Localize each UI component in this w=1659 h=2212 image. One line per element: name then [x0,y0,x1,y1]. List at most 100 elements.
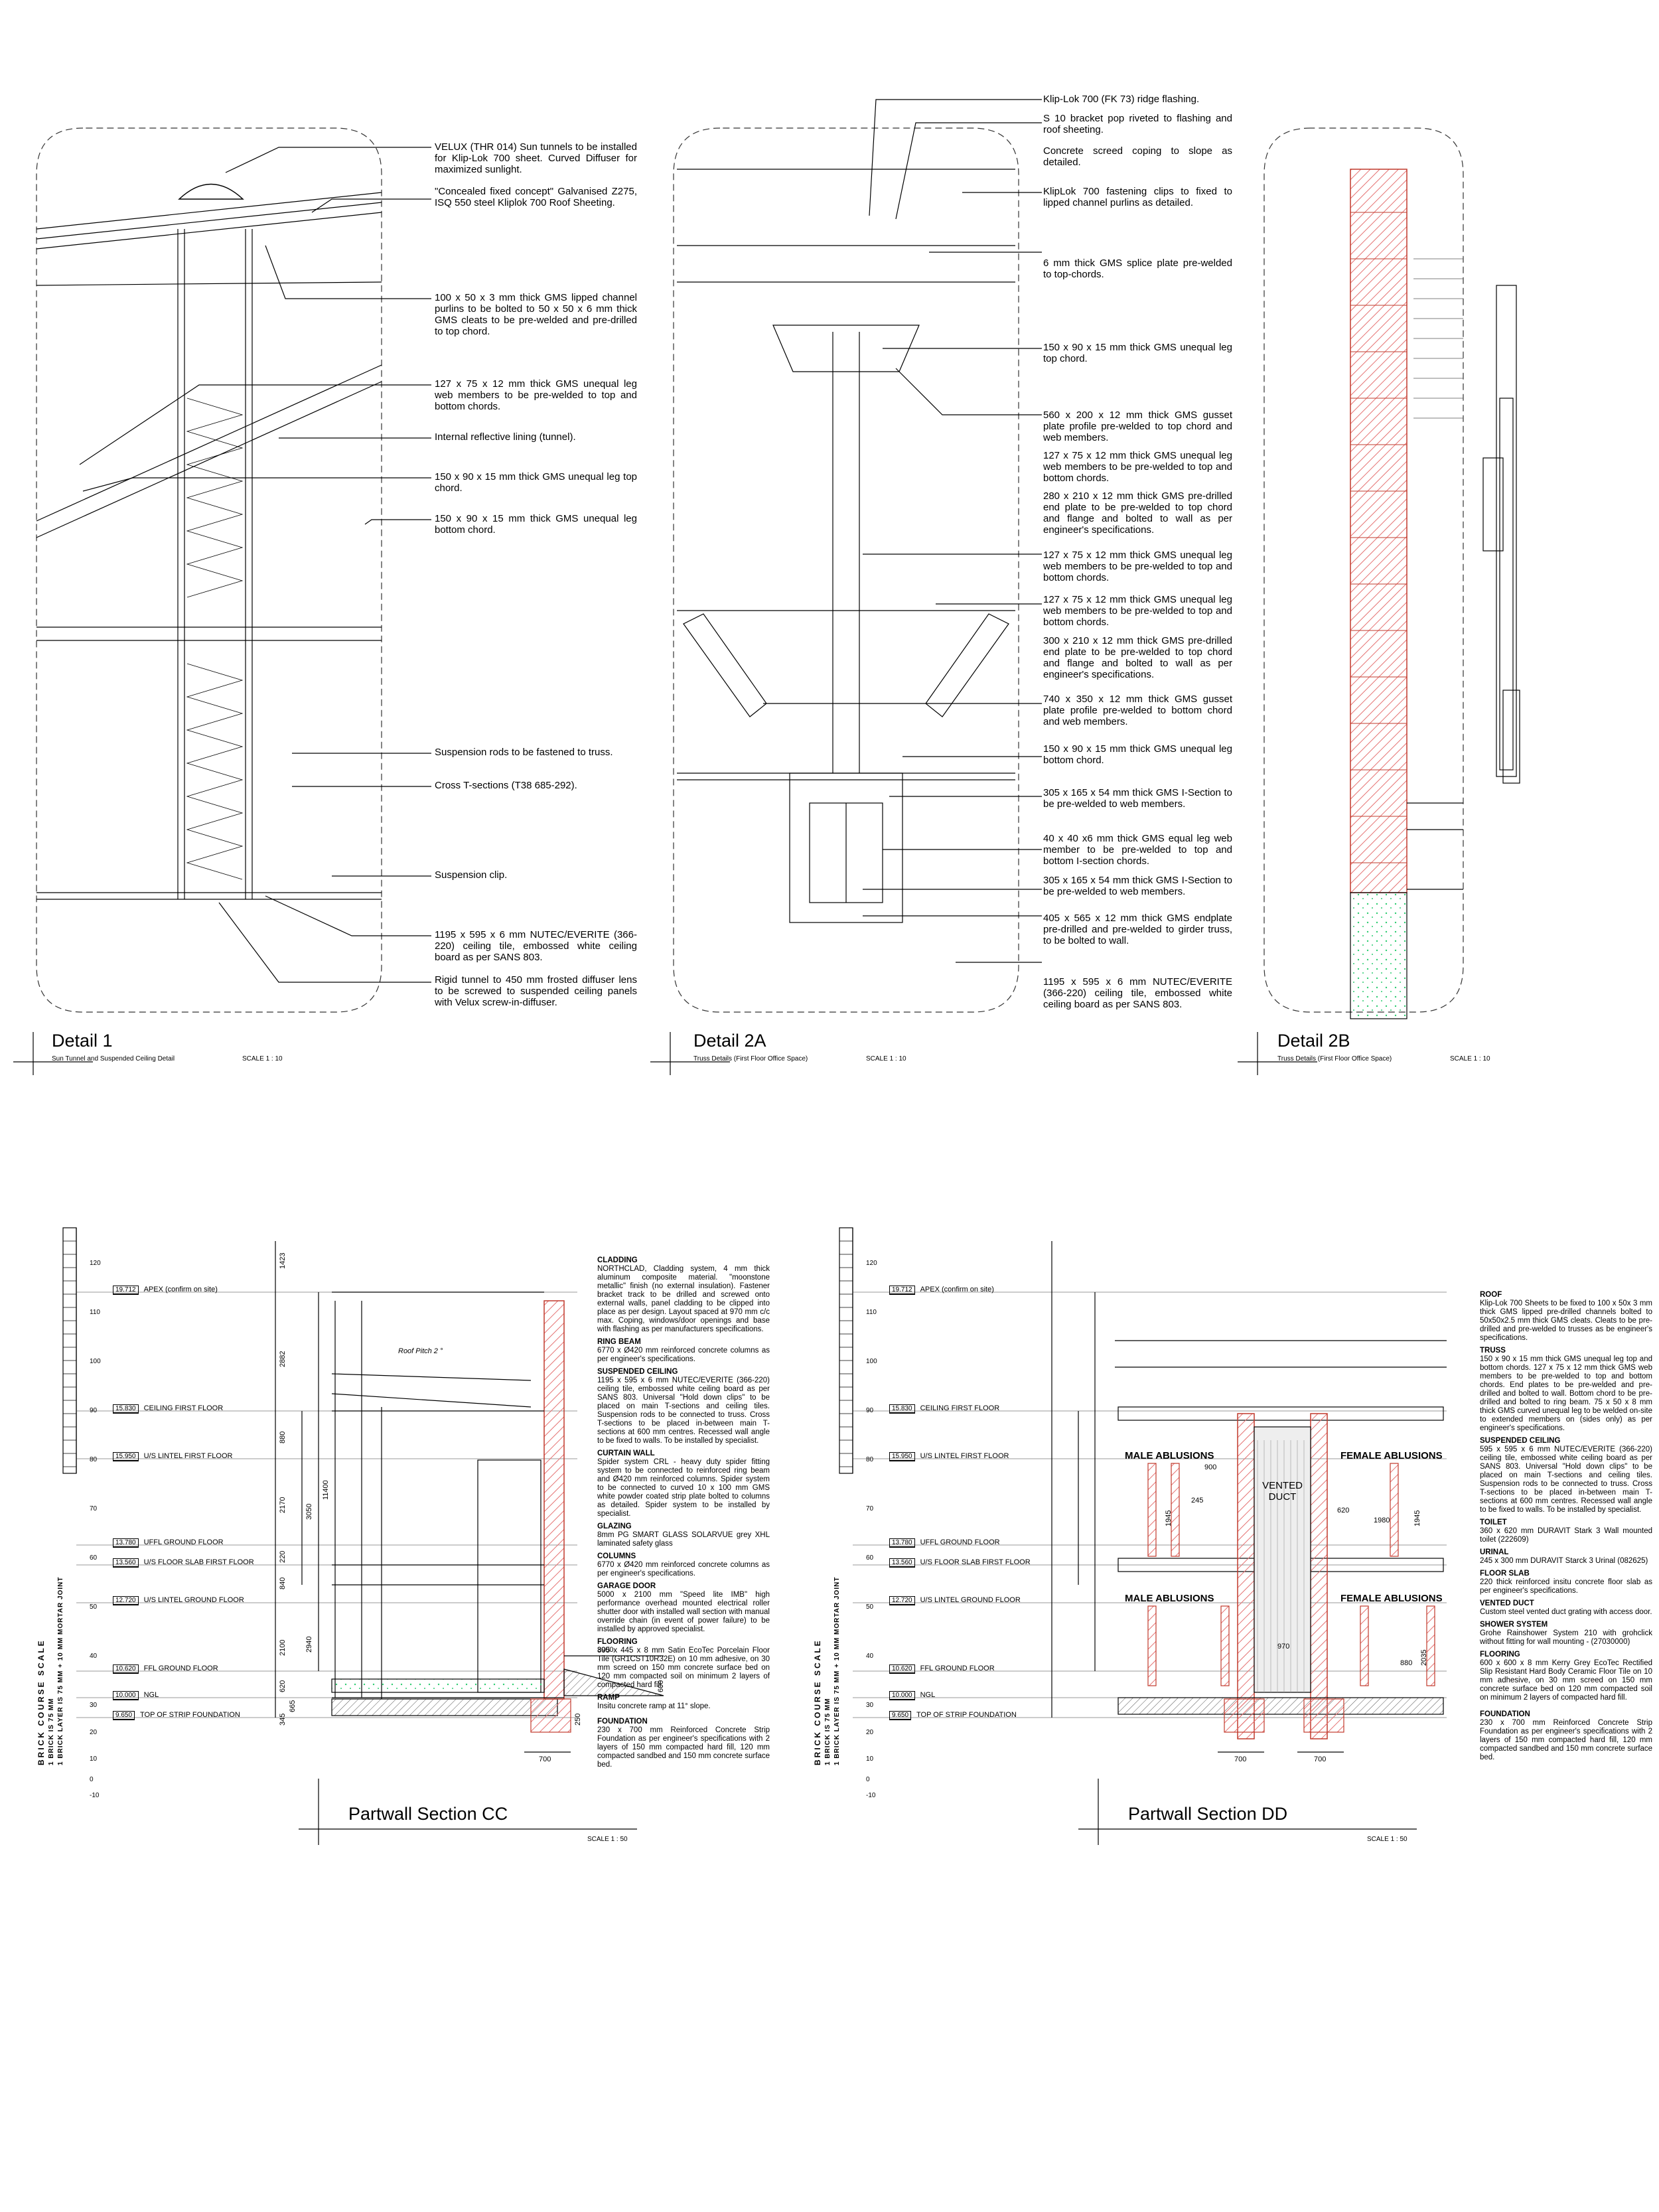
dim: 2940 [305,1636,313,1653]
note-gusset-740: 740 x 350 x 12 mm thick GMS gusset plate… [1043,694,1232,727]
scale-tick: 120 [90,1260,101,1267]
room-female-ablusions-first: FEMALE ABLUSIONS [1340,1450,1443,1461]
section-cc-title: Partwall Section CC [348,1804,508,1824]
scale-tick: -10 [90,1792,100,1799]
dim: 11400 [322,1480,330,1500]
detail-2b-title: Detail 2B [1277,1031,1350,1051]
scale-tick: 70 [866,1505,874,1512]
note-velux: VELUX (THR 014) Sun tunnels to be instal… [435,141,637,175]
scale-tick: 90 [866,1407,874,1414]
note-ceiling-tile: 1195 x 595 x 6 mm NUTEC/EVERITE (366-220… [435,929,637,963]
note-suspension-clip: Suspension clip. [435,869,508,881]
dim: 700 [1314,1755,1327,1763]
scale-tick: 30 [866,1702,874,1709]
detail-2b-drawing [1238,127,1520,1075]
scale-tick: 100 [90,1358,101,1365]
detail-1-scale: SCALE 1 : 10 [242,1055,283,1063]
scale-tick: 40 [866,1653,874,1660]
note-gusset-560: 560 x 200 x 12 mm thick GMS gusset plate… [1043,409,1232,443]
dim: 700 [539,1755,551,1763]
scale-tick: 20 [866,1729,874,1736]
note-endplate-405: 405 x 565 x 12 mm thick GMS endplate pre… [1043,913,1232,946]
dim: 3000 [597,1646,614,1654]
scale-tick: 120 [866,1260,877,1267]
scale-tick: 10 [90,1755,98,1763]
scale-tick: 110 [90,1309,100,1316]
note-2a-web-3: 127 x 75 x 12 mm thick GMS unequal leg w… [1043,594,1232,628]
scale-tick: 0 [90,1776,94,1783]
note-bracket: S 10 bracket pop riveted to flashing and… [1043,113,1232,135]
scale-tick: 90 [90,1407,98,1414]
room-female-ablusions-ground: FEMALE ABLUSIONS [1340,1593,1443,1604]
dim: 1945 [1165,1510,1173,1526]
note-top-chord: 150 x 90 x 15 mm thick GMS unequal leg t… [435,471,637,494]
detail-2a-scale: SCALE 1 : 10 [866,1055,906,1063]
dim: 880 [1400,1659,1413,1667]
note-2a-top-chord: 150 x 90 x 15 mm thick GMS unequal leg t… [1043,342,1232,364]
dim: 700 [1234,1755,1247,1763]
dim: 250 [574,1713,582,1726]
detail-1-subtitle: Sun Tunnel and Suspended Ceiling Detail [52,1055,175,1063]
note-purlins: 100 x 50 x 3 mm thick GMS lipped channel… [435,292,637,337]
dim: 1423 [279,1252,287,1269]
dim: 840 [279,1577,287,1589]
detail-1-title: Detail 1 [52,1031,113,1051]
dim: 620 [279,1680,287,1692]
scale-tick: 30 [90,1702,98,1709]
note-end-plate-280: 280 x 210 x 12 mm thick GMS pre-drilled … [1043,490,1232,536]
scale-tick: 10 [866,1755,874,1763]
note-2a-web-2: 127 x 75 x 12 mm thick GMS unequal leg w… [1043,550,1232,583]
section-dd-scale: SCALE 1 : 50 [1367,1836,1407,1843]
dim: 2170 [279,1497,287,1513]
dim: 2035 [1420,1649,1428,1666]
detail-2a-subtitle: Truss Details (First Floor Office Space) [693,1055,808,1063]
dim: 3050 [305,1503,313,1520]
scale-tick: 50 [866,1603,874,1611]
scale-tick: 40 [90,1653,98,1660]
detail-2b-subtitle: Truss Details (First Floor Office Space) [1277,1055,1392,1063]
note-concealed-fix: "Concealed fixed concept" Galvanised Z27… [435,186,637,208]
section-dd-scale-sub1: 1 BRICK IS 75 MM [824,1698,831,1765]
section-dd-scale-label: BRICK COURSE SCALE [813,1639,822,1765]
note-cross-t: Cross T-sections (T38 685-292). [435,780,577,791]
note-bottom-chord: 150 x 90 x 15 mm thick GMS unequal leg b… [435,513,637,536]
dim: 900 [1204,1463,1217,1471]
scale-tick: 70 [90,1505,98,1512]
dim: 665 [289,1700,297,1712]
section-dd-drawing [839,1227,1447,1845]
dim: 245 [1191,1497,1204,1505]
note-i-section-1: 305 x 165 x 54 mm thick GMS I-Section to… [1043,787,1232,810]
note-2a-ceiling-tile: 1195 x 595 x 6 mm NUTEC/EVERITE (366-220… [1043,976,1232,1010]
dim: 1980 [1374,1516,1390,1524]
detail-2a-drawing [650,99,1042,1075]
dim: 620 [1337,1507,1350,1514]
